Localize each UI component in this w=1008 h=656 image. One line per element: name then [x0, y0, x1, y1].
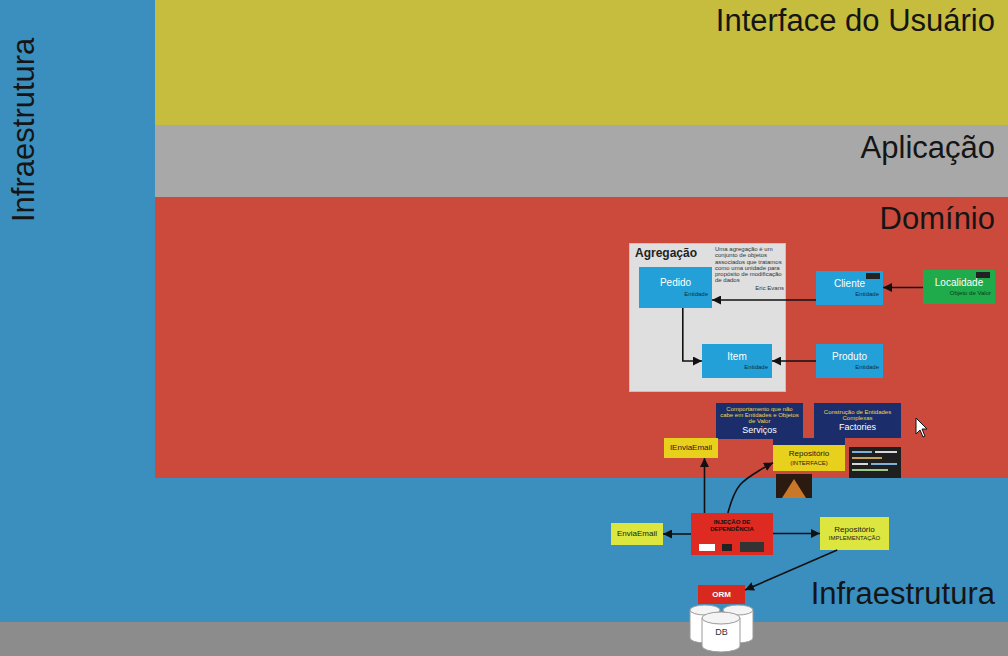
entity-box: PedidoEntidade: [639, 267, 712, 308]
connector-arrow: [704, 458, 706, 513]
repository-box: Repositório (INTERFACE): [773, 438, 845, 471]
orm-name: ORM: [701, 590, 742, 599]
factory-note: Construção de Entidades Complexas: [817, 409, 898, 421]
layer-band: Interface do Usuário: [155, 0, 1008, 125]
entity-name: Pedido: [643, 277, 708, 289]
aggregate-box: AgregaçãoUma agregação é um conjunto de …: [629, 243, 786, 392]
connector-arrow: [883, 287, 923, 289]
connector-arrow: [773, 533, 820, 535]
factory-title: Factories: [817, 422, 898, 432]
layer-title: Aplicação: [861, 130, 995, 166]
service-title: Serviços: [719, 425, 800, 435]
layer-title: Interface do Usuário: [716, 3, 995, 39]
connector-arrow: [663, 533, 691, 535]
code-screenshot: [849, 447, 901, 478]
service-note: Comportamento que não cabe em Entidades …: [719, 406, 800, 424]
connector-arrow: [712, 299, 816, 301]
connector-arrow: [745, 550, 837, 590]
repository-impl-box: RepositórioIMPLEMENTAÇÃO: [820, 517, 889, 550]
quote-note: Uma agregação é um conjunto de objetos a…: [715, 246, 785, 284]
connector-arrow: [728, 463, 773, 513]
repository-name: Repositório: [776, 449, 842, 458]
interface-box: IEnviaEmail: [664, 438, 718, 458]
stereotype-label: Entidade: [643, 291, 708, 298]
repository-kind: (INTERFACE): [776, 460, 842, 467]
entity-box: LocalidadeObjeto de Valor: [923, 270, 995, 304]
stereotype-label: Entidade: [706, 364, 768, 371]
entity-name: Cliente: [820, 278, 879, 290]
entity-box: ItemEntidade: [702, 344, 772, 378]
layer-title: Infraestrutura: [6, 0, 42, 222]
database-name: DB: [683, 627, 760, 637]
service-impl-box: EnviaEmail: [611, 523, 663, 545]
stereotype-label: Entidade: [820, 364, 879, 371]
connector-arrow: [772, 360, 816, 362]
layer-title: Infraestrutura: [775, 576, 995, 612]
repository-name: Repositório: [824, 525, 885, 534]
class-name: EnviaEmail: [614, 529, 660, 538]
entity-name: Produto: [820, 351, 879, 363]
mouse-cursor: [916, 418, 927, 437]
box-title: Agregação: [635, 247, 713, 261]
entity-name: Localidade: [927, 277, 991, 289]
database-cylinder: DB: [683, 604, 760, 652]
interface-name: IEnviaEmail: [667, 443, 715, 452]
injection-title: INJEÇÃO DE DEPENDÊNCIA: [699, 519, 765, 533]
entity-box: ProdutoEntidade: [816, 344, 883, 378]
orm-box: ORM: [698, 585, 745, 604]
stereotype-label: Objeto de Valor: [927, 290, 991, 297]
layer-band: DomínioAgregaçãoUma agregação é um conju…: [155, 197, 1008, 478]
photo-thumbnail: [776, 474, 812, 498]
quote-author: Eric Evans: [730, 285, 784, 292]
logo-thumbnail: [699, 542, 764, 552]
layer-band: Aplicação: [155, 125, 1008, 197]
service-box: Comportamento que não cabe em Entidades …: [716, 403, 803, 439]
injection-box: INJEÇÃO DE DEPENDÊNCIA: [691, 513, 773, 555]
entity-box: ClienteEntidade: [816, 271, 883, 305]
stereotype-label: Entidade: [820, 291, 879, 298]
connector-arrow: [683, 308, 702, 361]
bottom-strip: [0, 622, 1008, 656]
repository-kind: IMPLEMENTAÇÃO: [824, 535, 885, 542]
layer-title: Domínio: [880, 201, 995, 237]
icon-badge: [866, 272, 990, 279]
factory-box: Construção de Entidades ComplexasFactori…: [814, 403, 901, 438]
entity-name: Item: [706, 351, 768, 363]
